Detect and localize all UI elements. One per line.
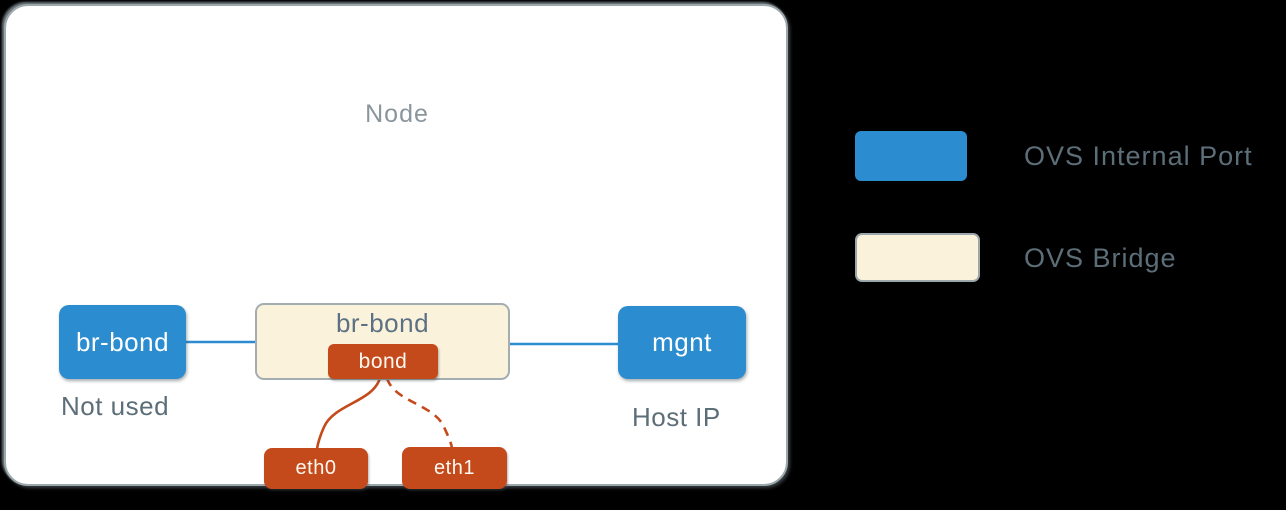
ovs-bridge-br-bond: br-bond: [255, 303, 510, 380]
legend-swatch-internal-port: [855, 131, 967, 181]
bridge-title: br-bond: [335, 308, 430, 338]
not-used-caption: Not used: [61, 391, 170, 421]
legend-swatch-bridge: [855, 233, 980, 282]
bond-port: bond: [328, 344, 438, 379]
legend-label-bridge: OVS Bridge: [1024, 243, 1177, 273]
internal-port-mgnt: mgnt: [618, 306, 746, 379]
legend-label-internal-port: OVS Internal Port: [1024, 141, 1253, 171]
internal-port-br-bond: br-bond: [59, 305, 186, 379]
node-title: Node: [365, 100, 429, 128]
nic-eth0: eth0: [264, 448, 368, 489]
host-ip-caption: Host IP: [632, 402, 721, 432]
nic-eth1: eth1: [402, 447, 507, 489]
